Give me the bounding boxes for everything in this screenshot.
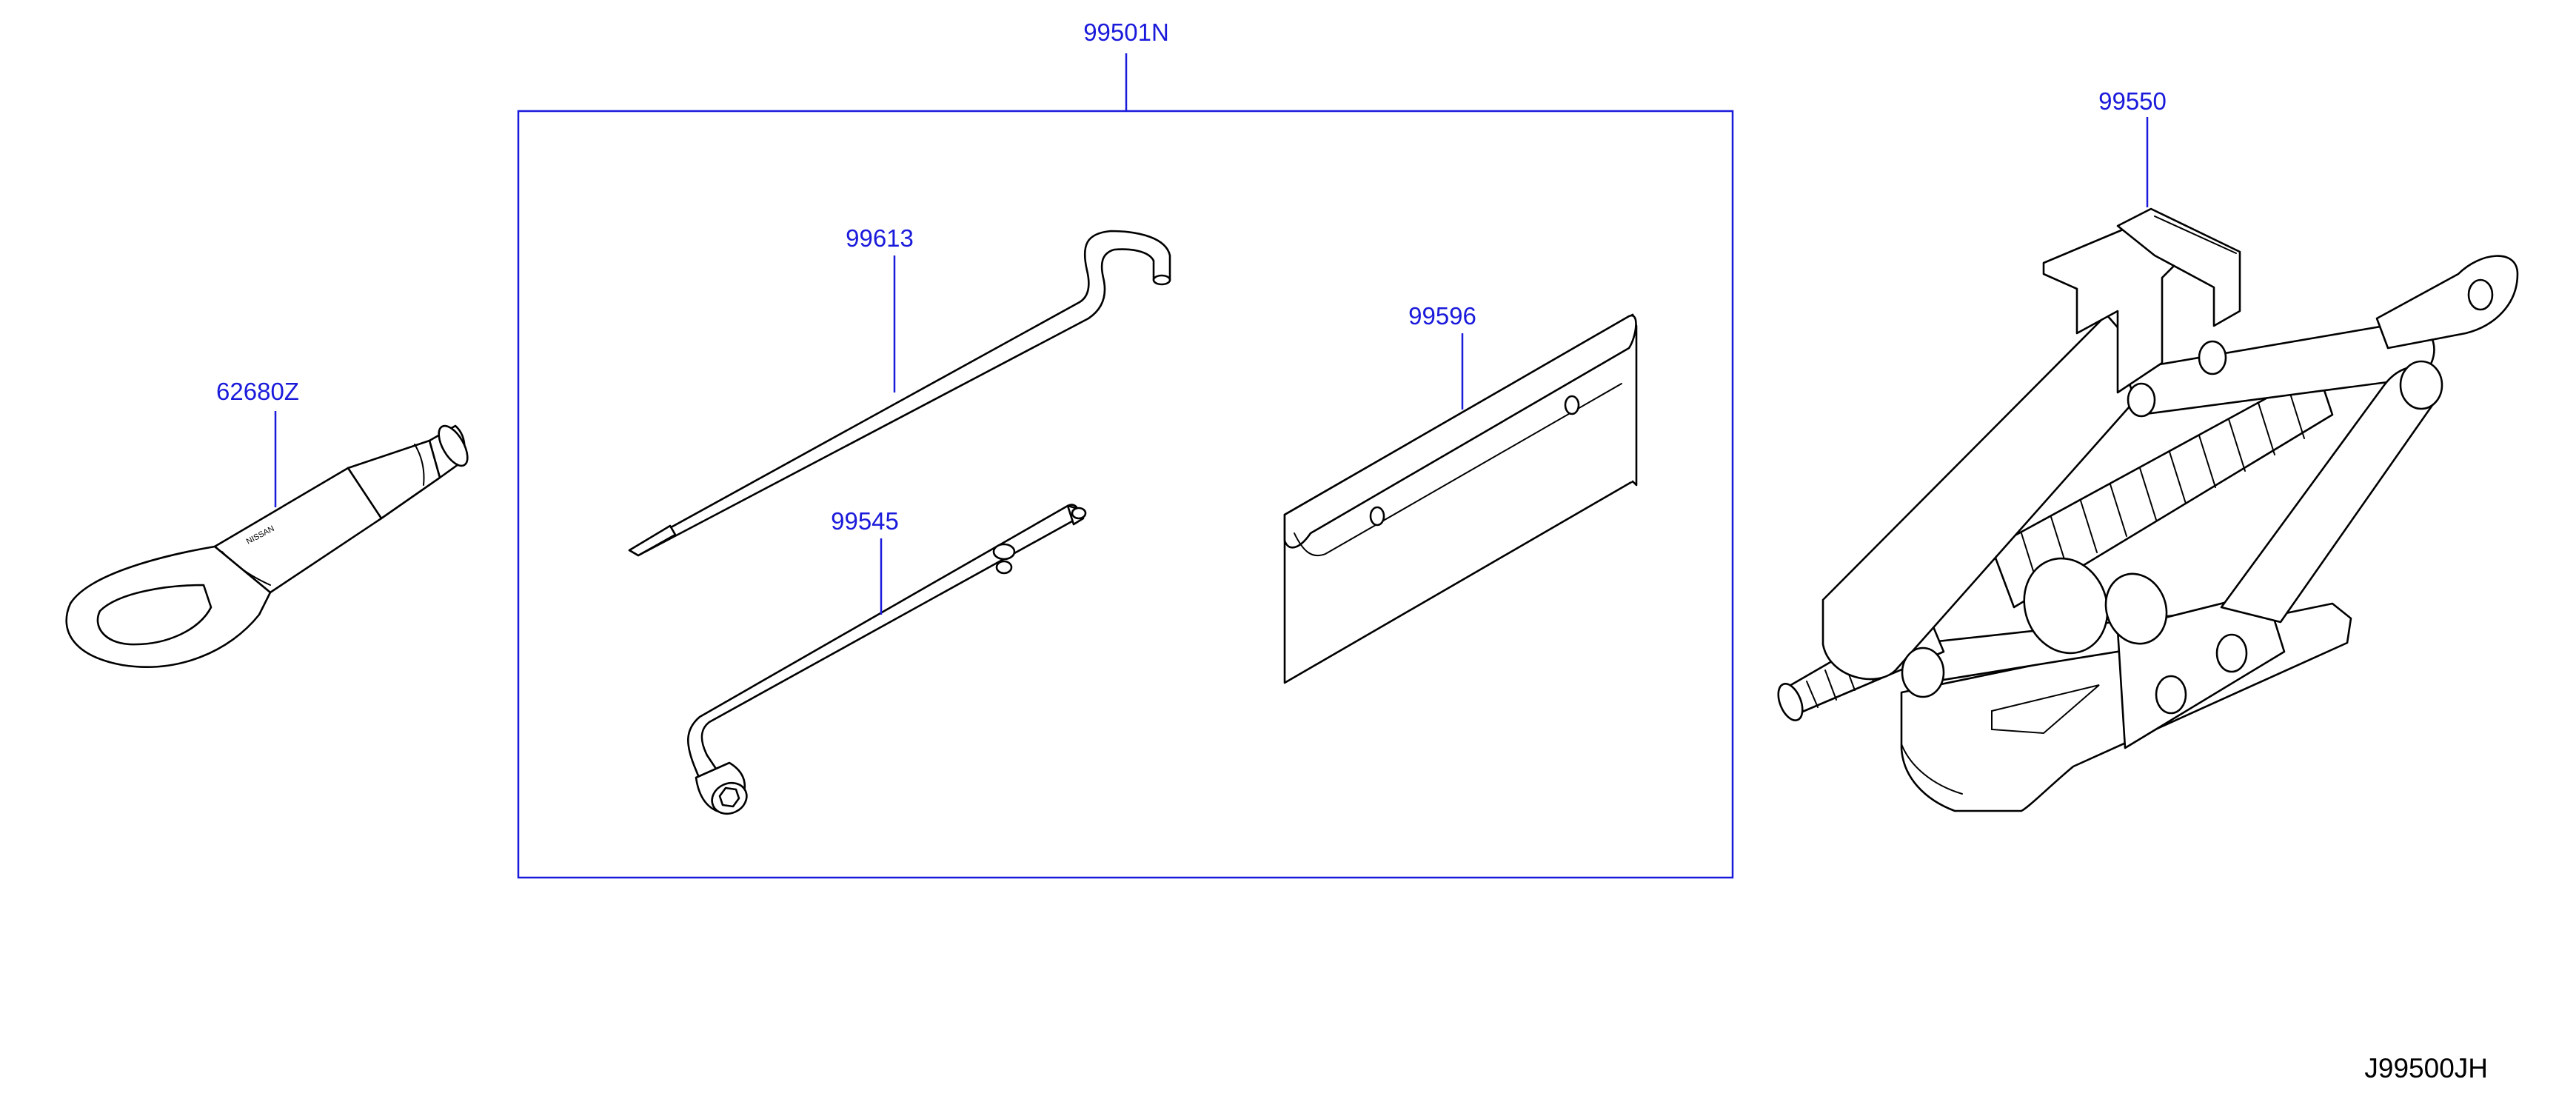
part-number-62680Z[interactable]: 62680Z <box>216 378 299 405</box>
jack-handle-rod-icon <box>628 230 1171 557</box>
tow-hook-icon: NISSAN <box>65 424 469 668</box>
part-number-99545[interactable]: 99545 <box>831 507 899 535</box>
kit-part-number[interactable]: 99501N <box>1083 19 1169 46</box>
part-number-99550[interactable]: 99550 <box>2098 87 2167 115</box>
lug-wrench-icon <box>687 504 1087 815</box>
part-number-99613[interactable]: 99613 <box>846 224 914 252</box>
scissor-jack-icon <box>1777 207 2519 812</box>
part-number-99596[interactable]: 99596 <box>1408 302 1476 330</box>
kit-group: 99501N <box>517 19 1734 879</box>
tool-bag-icon <box>1283 313 1638 684</box>
drawing-code: J99500JH <box>2364 1053 2488 1083</box>
